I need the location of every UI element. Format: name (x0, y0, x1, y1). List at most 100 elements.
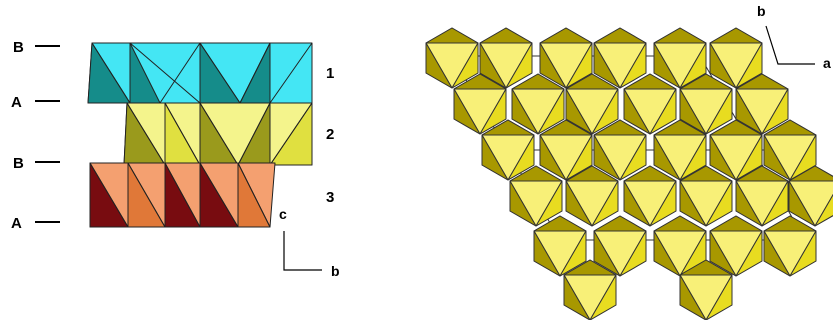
octahedron-face-top-left-10 (679, 73, 733, 90)
octahedron-face-top-left-15 (653, 119, 707, 136)
octahedron-face-top-left-2 (539, 27, 593, 44)
layer-label-a-top: A (11, 94, 22, 111)
octahedron-face-right-16 (735, 134, 763, 181)
layer-2-yellow (123, 102, 313, 166)
octahedron-face-bottom-14 (593, 134, 621, 181)
octahedron-face-top-left-28 (763, 215, 817, 232)
axis-label-b-right: b (757, 3, 766, 19)
layer-label-b-bottom: B (13, 155, 24, 172)
octahedron-face-top-left-27 (709, 215, 763, 232)
layer-1-cyan (87, 42, 313, 104)
octahedron-face-right-8 (591, 88, 619, 135)
octahedron-face-right-13 (565, 134, 593, 181)
honeycomb-octahedra-diagram: b a (425, 3, 833, 320)
octahedron-face-top-left-30 (679, 259, 733, 276)
layer-number-2: 2 (326, 126, 334, 143)
octahedron-face-top-left-3 (593, 27, 647, 44)
octahedron-face-bottom-19 (565, 180, 593, 227)
octahedron-face-bottom-13 (539, 134, 567, 181)
octahedron-face-right-18 (535, 180, 563, 227)
octahedron-face-bottom-17 (763, 134, 791, 181)
axis-indicator-b-a: b a (757, 3, 831, 71)
octahedron-face-bottom-26 (653, 230, 681, 277)
axis-label-c: c (279, 206, 287, 222)
octahedron-face-right-9 (649, 88, 677, 135)
octahedron-face-bottom-3 (593, 42, 621, 89)
octahedron-face-bottom-11 (735, 88, 763, 135)
octahedron-face-bottom-12 (481, 134, 509, 181)
layer-label-b-top: B (13, 39, 24, 56)
octahedron-face-top-left-21 (679, 165, 733, 182)
layer-number-1: 1 (326, 65, 334, 82)
octahedron-face-bottom-30 (679, 274, 707, 320)
octahedron-face-top-left-11 (735, 73, 789, 90)
octahedron-face-right-20 (649, 180, 677, 227)
layer-stacking-diagram: B A B A (11, 39, 340, 279)
octahedron-face-bottom-16 (709, 134, 737, 181)
octahedron-face-bottom-29 (563, 274, 591, 320)
octahedron-face-bottom-28 (763, 230, 791, 277)
octahedron-face-top-left-8 (565, 73, 619, 90)
axis-lines-b-a (765, 25, 815, 65)
octahedron-face-bottom-23 (788, 180, 816, 227)
octahedron-face-bottom-5 (709, 42, 737, 89)
axis-label-a: a (823, 55, 831, 71)
octahedron-face-right-0 (451, 42, 479, 89)
axis-indicator-c-b: c b (279, 206, 340, 279)
octahedron-face-bottom-6 (453, 88, 481, 135)
octahedron-face-top-left-16 (709, 119, 763, 136)
octahedron-face-bottom-4 (653, 42, 681, 89)
octahedron-face-right-6 (479, 88, 507, 135)
octahedron-face-bottom-22 (735, 180, 763, 227)
octahedron-face-right-2 (565, 42, 593, 89)
octahedron-face-bottom-25 (593, 230, 621, 277)
octahedron-face-bottom-0 (425, 42, 453, 89)
octahedron-face-bottom-27 (709, 230, 737, 277)
octahedron-face-right-22 (761, 180, 789, 227)
axis-lines-c-b (283, 231, 322, 271)
octahedron-face-right-12 (507, 134, 535, 181)
octahedron-face-top-left-29 (563, 259, 617, 276)
layer-3-salmon (89, 162, 276, 228)
octahedron-face-bottom-18 (509, 180, 537, 227)
octahedron-face-top-left-26 (653, 215, 707, 232)
octahedron-face-right-1 (505, 42, 533, 89)
octahedron-face-right-19 (591, 180, 619, 227)
octahedron-face-bottom-7 (511, 88, 539, 135)
octahedron-face-right-29 (589, 274, 617, 320)
axis-label-b: b (331, 263, 340, 279)
octahedron-face-top-left-5 (709, 27, 763, 44)
octahedron-face-top-left-22 (735, 165, 789, 182)
octahedron-face-top-left-4 (653, 27, 707, 44)
octahedron-face-bottom-24 (533, 230, 561, 277)
octahedron-face-top-left-6 (453, 73, 507, 90)
octahedron-face-bottom-10 (679, 88, 707, 135)
octahedron-face-right-7 (537, 88, 565, 135)
octahedron-face-top-left-7 (511, 73, 565, 90)
octahedron-face-bottom-21 (679, 180, 707, 227)
octahedron-face-top-left-18 (509, 165, 563, 182)
octahedron-face-right-10 (705, 88, 733, 135)
octahedron-face-top-left-14 (593, 119, 647, 136)
octahedron-face-top-left-9 (623, 73, 677, 90)
octahedron-face-bottom-1 (479, 42, 507, 89)
layer-label-a-bottom: A (11, 215, 22, 232)
octahedron-face-top-left-24 (533, 215, 587, 232)
octahedron-face-right-5 (735, 42, 763, 89)
octahedra-group (425, 27, 833, 320)
octahedron-face-top-left-0 (425, 27, 479, 44)
octahedron-face-right-21 (705, 180, 733, 227)
octahedron-face-top-left-23 (788, 165, 833, 182)
octahedron-face-right-27 (735, 230, 763, 277)
octahedron-face-right-23 (814, 193, 833, 227)
octahedron-face-right-14 (619, 134, 647, 181)
octahedron-face-right-30 (705, 274, 733, 320)
octahedron-face-right-28 (789, 230, 817, 277)
octahedron-face-right-11 (761, 88, 789, 135)
octahedron-face-right-3 (619, 42, 647, 89)
octahedron-face-top-left-12 (481, 119, 535, 136)
layer-number-3: 3 (326, 189, 334, 206)
octahedron-face-bottom-8 (565, 88, 593, 135)
octahedron-face-bottom-9 (623, 88, 651, 135)
